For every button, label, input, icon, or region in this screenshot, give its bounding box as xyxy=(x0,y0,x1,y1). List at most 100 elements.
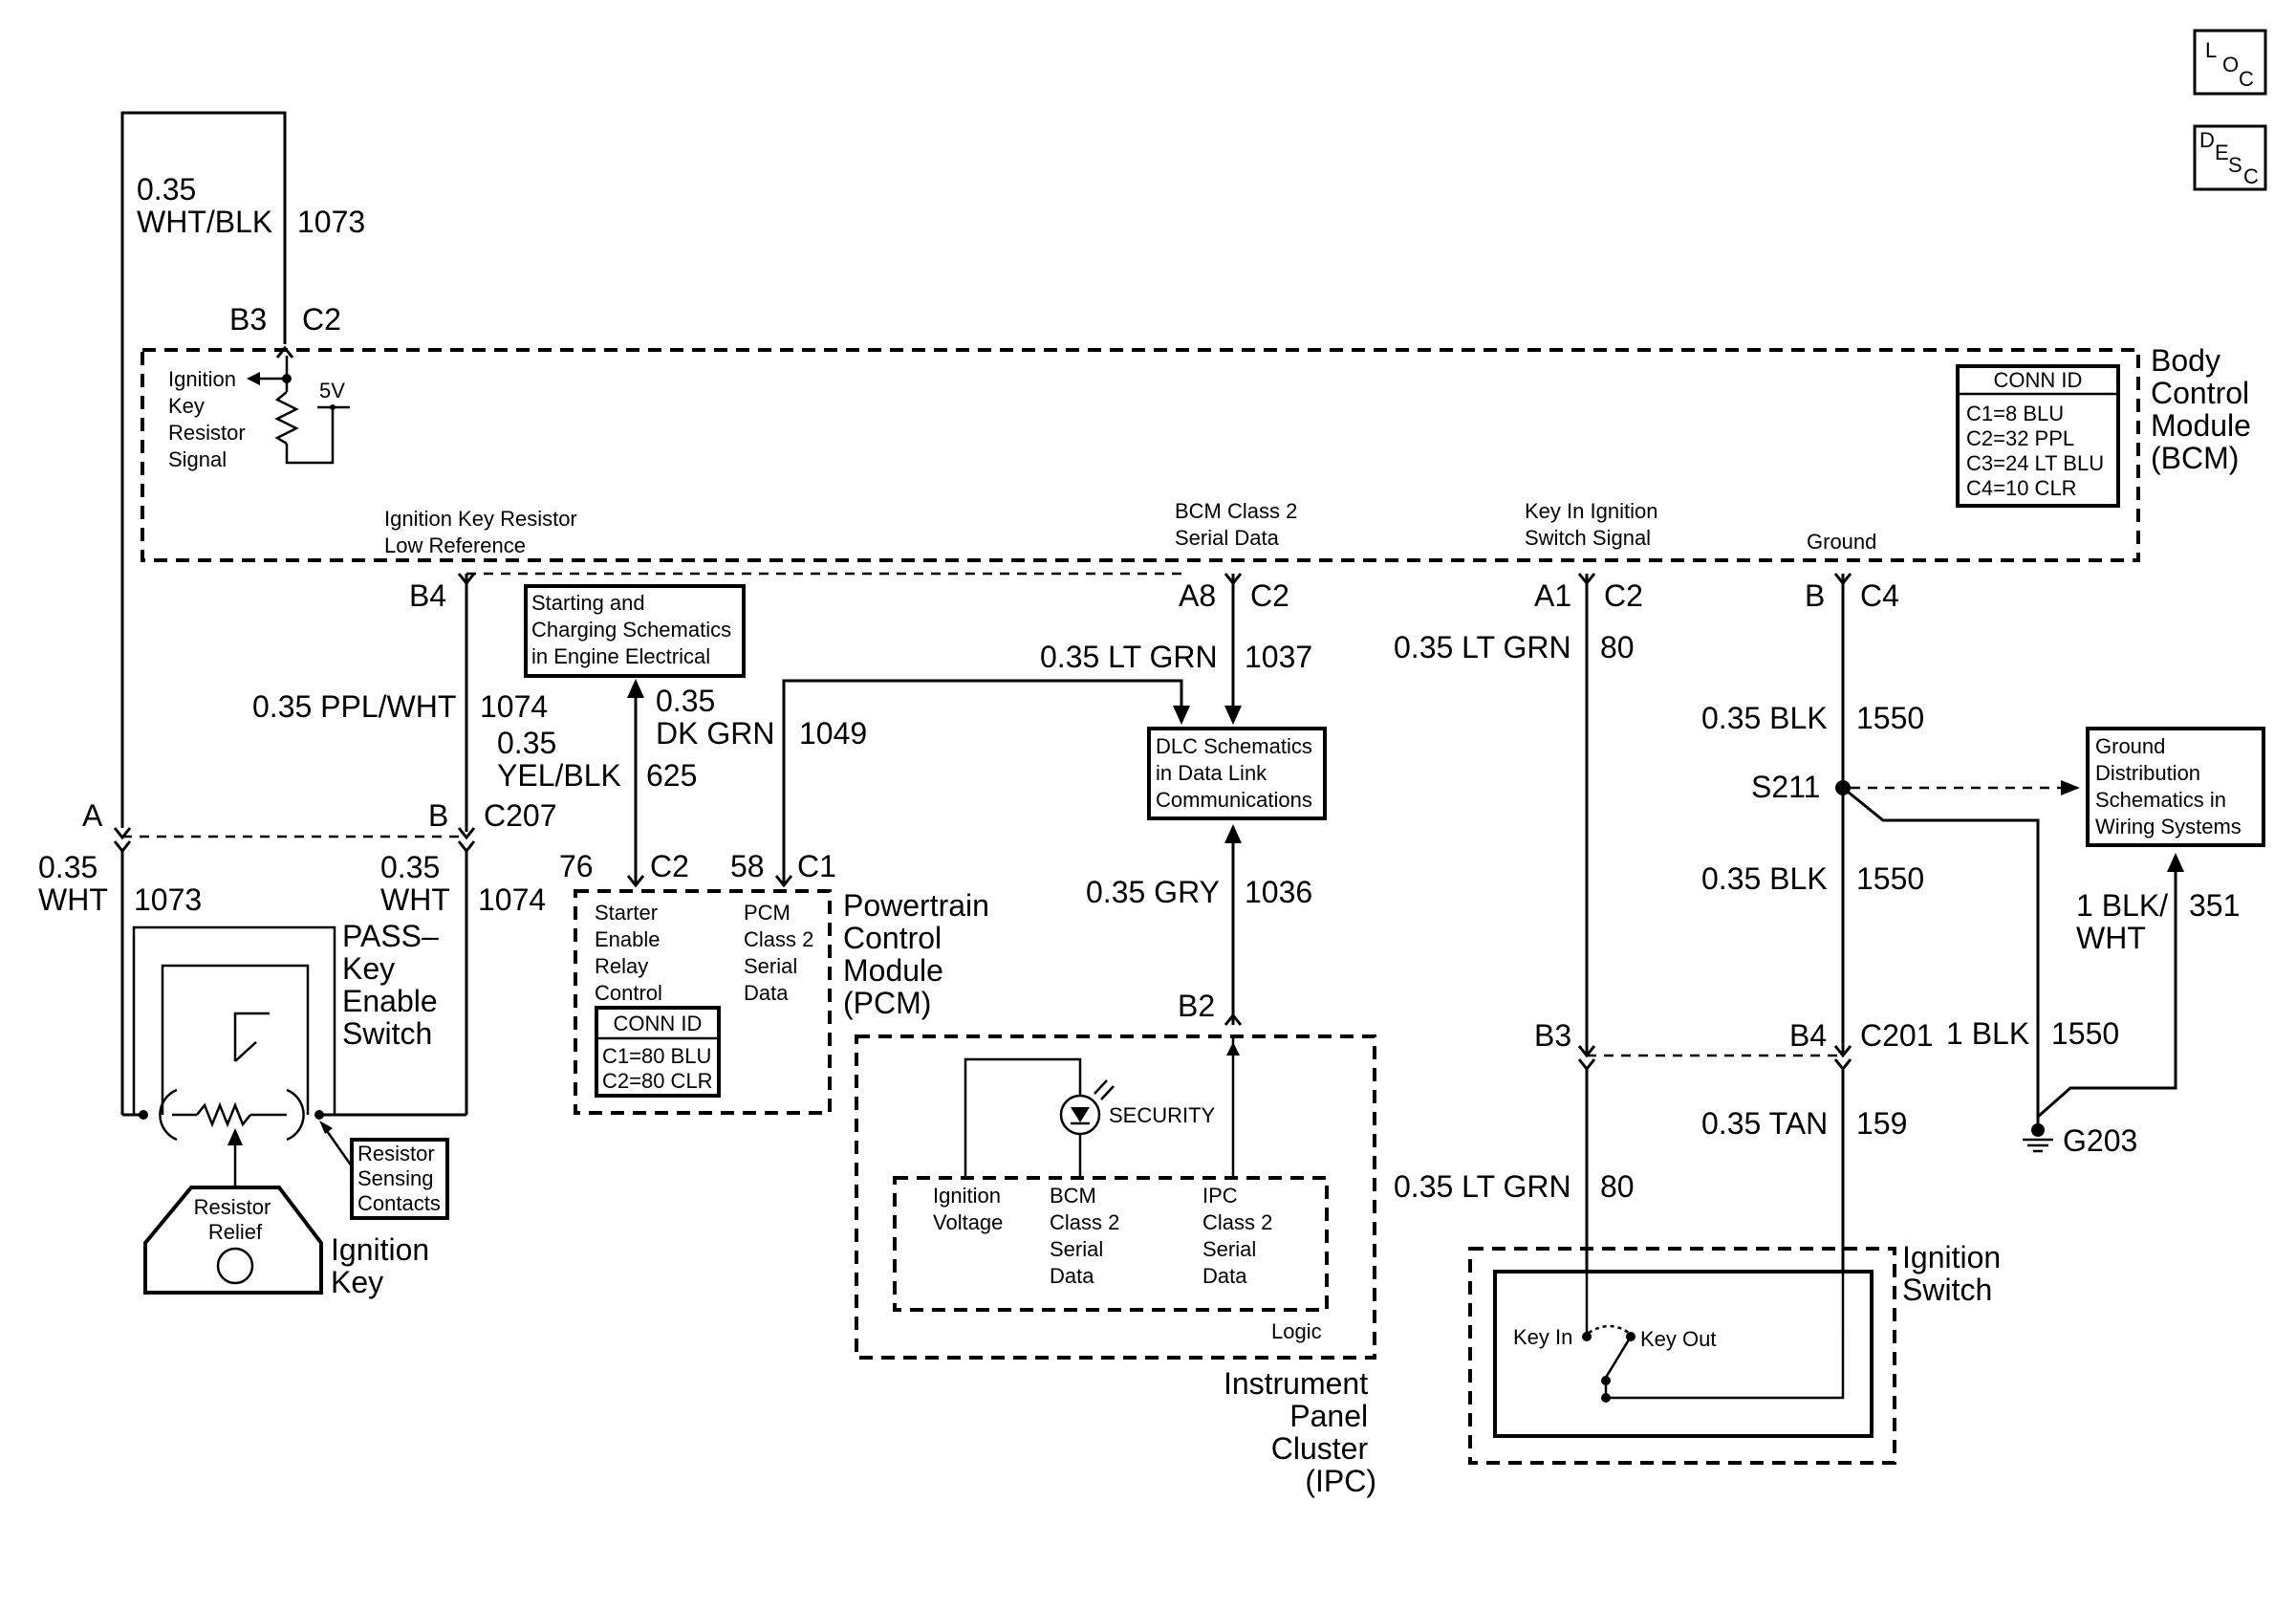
key-in-label: Key In xyxy=(1513,1325,1572,1349)
circuit-number: 625 xyxy=(646,758,697,793)
circuit-number: 351 xyxy=(2189,888,2240,923)
connector-c201: B3 B4 C201 xyxy=(1534,1018,1934,1057)
ipc-name: Instrument Panel Cluster (IPC) xyxy=(1224,1366,1376,1498)
ipc-serial-label: IPC Class 2 Serial Data xyxy=(1202,1184,1278,1288)
wire-color: WHT/BLK xyxy=(137,205,272,239)
connector-label: C2 xyxy=(650,849,689,883)
wire-color: WHT xyxy=(38,882,108,917)
arrow-icon xyxy=(1224,706,1242,725)
conn-id-row: C2=80 CLR xyxy=(602,1069,713,1093)
pin-label: B xyxy=(428,798,448,833)
arrow-icon xyxy=(627,679,644,698)
circuit-number: 1074 xyxy=(478,882,546,917)
ignition-switch-name: Ignition Switch xyxy=(1902,1240,2009,1307)
wire-label: 0.35 GRY xyxy=(1086,875,1220,909)
resistor-relief-label: Resistor Relief xyxy=(194,1195,277,1244)
wire-label: 0.35 TAN xyxy=(1701,1106,1828,1141)
circuit-1036: 0.35 GRY 1036 B2 xyxy=(1086,824,1312,1026)
logic-label: Logic xyxy=(1271,1319,1322,1343)
pin-label: B3 xyxy=(229,302,267,337)
pcm-module: 76 C2 58 C1 Powertrain Control Module (P… xyxy=(559,849,998,1115)
conn-id-title: CONN ID xyxy=(614,1012,703,1035)
wire-gauge: 0.35 xyxy=(497,726,556,760)
dlc-reference[interactable]: DLC Schematics in Data Link Communicatio… xyxy=(1147,727,1327,820)
wire-gauge: 0.35 xyxy=(656,684,715,718)
pin-label: B2 xyxy=(1178,989,1215,1023)
desc-letter: S xyxy=(2228,153,2242,177)
conn-id-row: C1=8 BLU xyxy=(1966,402,2064,425)
arrow-icon xyxy=(1224,824,1242,843)
wire-label: 1 BLK xyxy=(1946,1016,2029,1051)
pin-label: B3 xyxy=(1534,1018,1571,1053)
desc-icon[interactable]: D E S C xyxy=(2193,124,2267,191)
wire-gauge: 0.35 xyxy=(137,172,196,207)
ground-g203: G203 xyxy=(2023,1117,2137,1158)
reference-text: Ground Distribution Schematics in Wiring… xyxy=(2095,734,2242,838)
arrow-icon xyxy=(1173,706,1190,725)
signal-arrow-icon xyxy=(247,372,260,385)
loc-icon[interactable]: L O C xyxy=(2193,29,2267,96)
ignition-key-icon: Resistor Relief Ignition Key xyxy=(143,1186,429,1299)
splice-label: S211 xyxy=(1751,770,1820,804)
pin-label: 76 xyxy=(559,849,594,883)
reference-text: DLC Schematics in Data Link Communicatio… xyxy=(1156,734,1318,812)
conn-id-title: CONN ID xyxy=(1994,368,2083,392)
desc-letter: C xyxy=(2243,164,2259,188)
ground-label: Ground xyxy=(1807,530,1876,554)
key-in-signal-label: Key In Ignition Switch Signal xyxy=(1525,499,1664,550)
connector-label: C201 xyxy=(1860,1018,1934,1053)
pcm-serial-data-label: PCM Class 2 Serial Data xyxy=(744,901,819,1005)
wire-color: DK GRN xyxy=(656,716,774,751)
conn-id-row: C3=24 LT BLU xyxy=(1966,451,2104,475)
pin-label: A xyxy=(82,798,103,833)
pcm-conn-id-table: CONN ID C1=80 BLU C2=80 CLR xyxy=(595,1006,721,1098)
wire-gauge: 0.35 xyxy=(380,850,440,884)
pin-label: B4 xyxy=(1789,1018,1827,1053)
ignition-voltage-label: Ignition Voltage xyxy=(933,1184,1007,1234)
bcm-conn-id-table: CONN ID C1=8 BLU C2=32 PPL C3=24 LT BLU … xyxy=(1956,364,2120,508)
circuit-number: 159 xyxy=(1856,1106,1907,1141)
starter-enable-label: Starter Enable Relay Control xyxy=(595,901,666,1005)
reference-text: Starting and Charging Schematics in Engi… xyxy=(531,591,737,668)
bcm-serial-data-label: BCM Class 2 Serial Data xyxy=(1175,499,1303,550)
ground-distribution-reference[interactable]: Ground Distribution Schematics in Wiring… xyxy=(2086,727,2265,847)
circuit-number: 1550 xyxy=(2051,1016,2119,1051)
pcm-name: Powertrain Control Module (PCM) xyxy=(843,888,998,1020)
circuit-number: 1049 xyxy=(799,716,867,751)
loc-letter: C xyxy=(2239,67,2254,91)
connector-label: C4 xyxy=(1860,578,1899,613)
connector-c207: A B C207 0.35 WHT 1073 0.35 WHT 1074 xyxy=(38,798,557,917)
circuit-number: 1036 xyxy=(1245,875,1312,909)
circuit-number: 80 xyxy=(1600,1169,1635,1204)
pin-label: B xyxy=(1805,578,1825,613)
connector-label: C1 xyxy=(797,849,836,883)
desc-letter: E xyxy=(2215,141,2229,164)
pullup-resistor-icon xyxy=(274,391,299,446)
security-label: SECURITY xyxy=(1109,1103,1216,1127)
loc-letter: L xyxy=(2205,38,2217,62)
circuit-1049: 0.35 DK GRN 1049 xyxy=(656,679,1190,888)
wire-gauge: 1 BLK/ xyxy=(2076,888,2168,923)
voltage-label: 5V xyxy=(319,379,345,403)
wire-gauge: 0.35 xyxy=(38,850,97,884)
circuit-1074: B4 0.35 PPL/WHT 1074 xyxy=(252,573,548,832)
low-reference-label: Ignition Key Resistor Low Reference xyxy=(384,507,583,557)
pin-label: A8 xyxy=(1179,578,1216,613)
wire-label: 0.35 LT GRN xyxy=(1394,1169,1571,1204)
passkey-switch: PASS– Key Enable Switch Resistor Sensing… xyxy=(120,851,468,1220)
wire-label: 0.35 PPL/WHT xyxy=(252,689,456,724)
bcm-module: Body Control Module (BCM) CONN ID C1=8 B… xyxy=(141,343,2260,562)
circuit-number: 1073 xyxy=(297,205,365,239)
connector-label: C2 xyxy=(302,302,341,337)
circuit-1037: A8 C2 0.35 LT GRN 1037 xyxy=(1040,573,1312,725)
ipc-bcm-serial-label: BCM Class 2 Serial Data xyxy=(1050,1184,1125,1288)
wire-color: YEL/BLK xyxy=(497,758,621,793)
ignition-switch: Key In Key Out Ignition Switch xyxy=(1468,1240,2009,1465)
circuit-number: 1550 xyxy=(1856,701,1924,735)
ground-label: G203 xyxy=(2063,1123,2137,1158)
conn-id-row: C1=80 BLU xyxy=(602,1044,711,1068)
wire-label: 0.35 LT GRN xyxy=(1040,640,1218,674)
bcm-name: Body Control Module (BCM) xyxy=(2151,343,2260,475)
starting-charging-reference[interactable]: Starting and Charging Schematics in Engi… xyxy=(524,584,746,678)
